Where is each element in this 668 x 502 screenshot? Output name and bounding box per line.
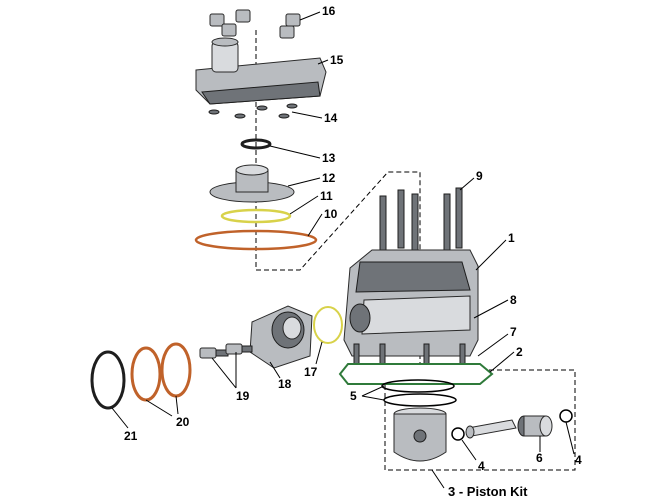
part-5-ring-upper [381,379,455,393]
part-12-head-insert [209,164,295,203]
callout-15: 15 [330,53,344,67]
callout-17: 17 [304,365,318,379]
callout-labels: 16 15 14 13 12 11 10 9 1 8 7 2 5 4 6 4 1… [124,4,582,499]
part-1-cylinder [343,249,479,357]
callout-5: 5 [350,389,357,403]
part-3-piston [393,407,447,462]
callout-16: 16 [322,4,336,18]
part-10-gasket [194,229,318,251]
part-18-exhaust-flange [249,305,313,369]
callout-18: 18 [278,377,292,391]
callout-12: 12 [322,171,336,185]
callout-21: 21 [124,429,138,443]
part-6-needle-bearing [517,415,553,437]
part-15-head-cover [195,37,327,105]
part-4-circlip-left [451,427,465,441]
leader-lines [111,11,575,489]
callout-2: 2 [516,345,523,359]
callout-3-piston-kit: 3 - Piston Kit [448,484,528,499]
callout-13: 13 [322,151,336,165]
callout-7: 7 [510,325,517,339]
part-14-washers [208,103,298,119]
callout-6: 6 [536,451,543,465]
part-5-ring-lower [383,393,457,407]
part-11-gasket [220,208,292,224]
callout-14: 14 [324,111,338,125]
callout-11: 11 [320,189,333,203]
part-2-base-gasket [338,363,494,385]
part-20-ring-b [130,346,162,402]
callout-19: 19 [236,389,250,403]
part-piston-pin [465,419,517,439]
callout-8: 8 [510,293,517,307]
callout-4a: 4 [478,459,485,473]
callout-10: 10 [324,207,338,221]
part-17-flange-gasket [313,306,343,344]
part-20-ring-a [160,342,192,398]
part-9-studs [379,187,463,255]
part-21-ring [90,350,126,410]
part-13-o-ring [240,138,272,150]
callout-20: 20 [176,415,190,429]
callout-4b: 4 [575,453,582,467]
part-16-nuts [209,9,301,39]
callout-9: 9 [476,169,483,183]
part-19-bolts [199,343,253,359]
callout-1: 1 [508,231,515,245]
part-4-circlip-right [559,409,573,423]
